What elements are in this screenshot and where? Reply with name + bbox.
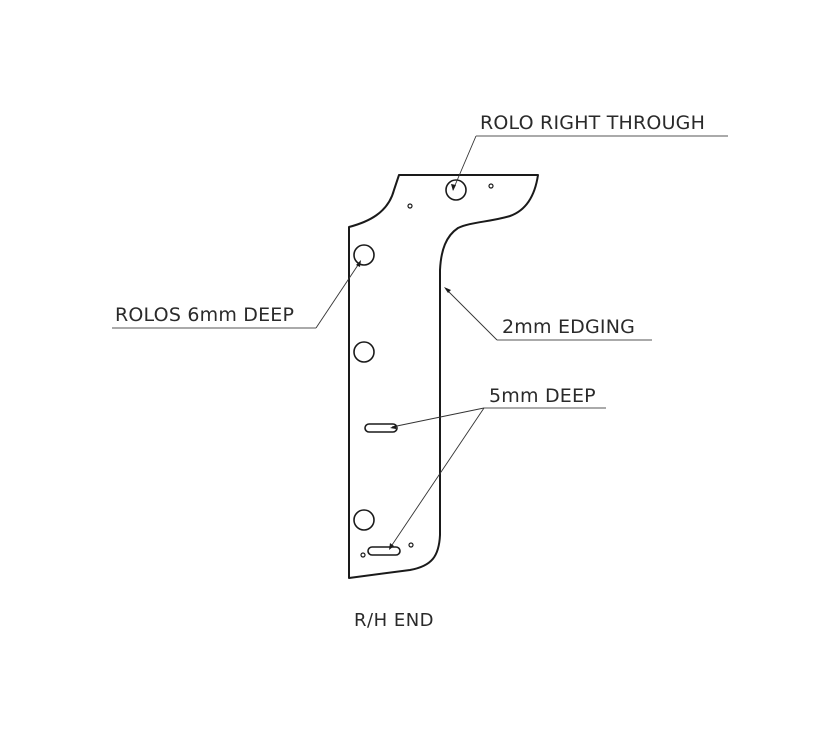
leader-line (315, 261, 361, 329)
annotation-rolos-6mm-deep: ROLOS 6mm DEEP (112, 260, 361, 329)
annotation-text: 2mm EDGING (502, 316, 635, 338)
annotation-text: 5mm DEEP (489, 385, 596, 407)
annotation-5mm-deep: 5mm DEEP (389, 385, 606, 550)
leader-line (389, 407, 485, 549)
leader-line (452, 135, 477, 191)
annotation-2mm-edging: 2mm EDGING (444, 287, 652, 341)
slot-lower (367, 546, 401, 556)
leader-arrow-icon (444, 287, 451, 293)
drawing-title: R/H END (354, 610, 434, 631)
leader-line (391, 407, 485, 428)
rolo-hole-middle-left (353, 341, 375, 363)
annotation-text: ROLO RIGHT THROUGH (480, 112, 705, 134)
part-outline (348, 174, 539, 579)
rolo-hole-upper-left (353, 244, 375, 266)
slot-upper (364, 423, 398, 433)
leader-arrow-icon (356, 260, 361, 267)
pin-hole-top-right (488, 183, 494, 189)
leader-arrow-icon (389, 543, 394, 550)
leader-arrow-icon (390, 425, 396, 429)
rolo-hole-top (445, 179, 467, 201)
leader-line (445, 288, 498, 341)
rolo-hole-lower-left (353, 509, 375, 531)
pin-hole-top-left (407, 203, 413, 209)
pin-hole-bottom-right (408, 542, 414, 548)
annotation-rolo-right-through: ROLO RIGHT THROUGH (451, 112, 728, 191)
pin-hole-bottom-left (360, 552, 366, 558)
annotation-text: ROLOS 6mm DEEP (115, 304, 294, 326)
leader-arrow-icon (451, 184, 456, 191)
